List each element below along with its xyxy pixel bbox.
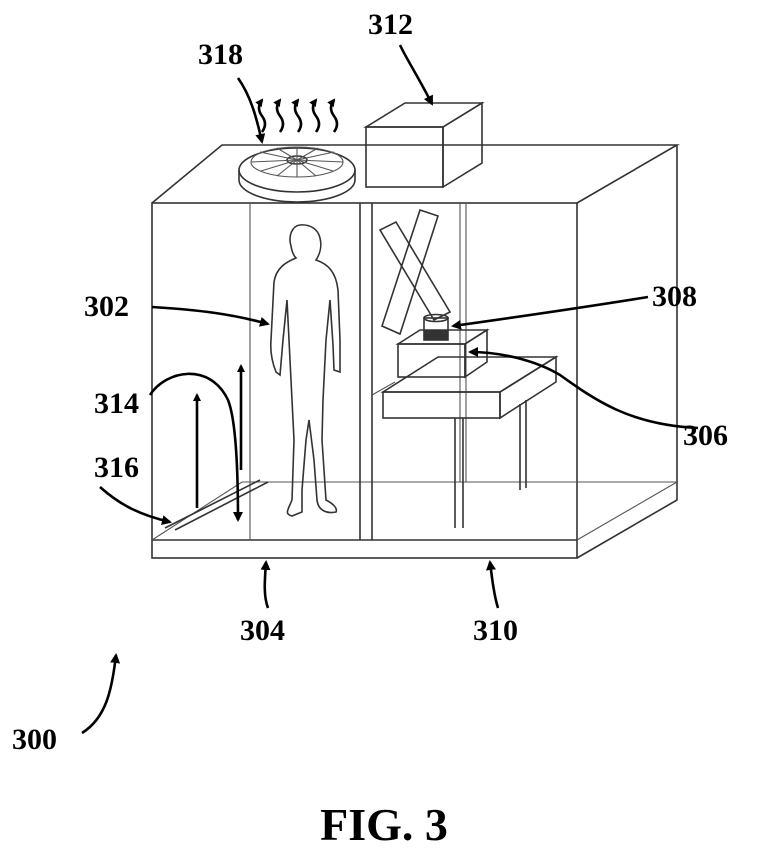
- label-300: 300: [12, 723, 57, 756]
- label-316: 316: [94, 451, 139, 484]
- label-304: 304: [240, 614, 285, 647]
- label-306: 306: [683, 419, 728, 452]
- label-318: 318: [198, 38, 243, 71]
- person-silhouette: [269, 224, 341, 517]
- table: [380, 355, 559, 528]
- label-312: 312: [368, 8, 413, 41]
- reference-labels: 318 312 302 308 306 314 316 304 310 300: [12, 8, 728, 756]
- device-box: [395, 328, 490, 379]
- roof-unit: [363, 101, 485, 189]
- x-structure: [378, 208, 452, 336]
- sample-container: [423, 313, 449, 341]
- label-308: 308: [652, 280, 697, 313]
- leader-lines: [81, 44, 699, 735]
- label-310: 310: [473, 614, 518, 647]
- enclosure: [151, 144, 680, 559]
- upward-airflow: [193, 364, 245, 508]
- label-314: 314: [94, 387, 139, 420]
- fan-icon: [238, 98, 356, 203]
- label-302: 302: [84, 290, 129, 323]
- figure-caption: FIG. 3: [320, 799, 448, 850]
- exhaust-airflow: [255, 98, 339, 133]
